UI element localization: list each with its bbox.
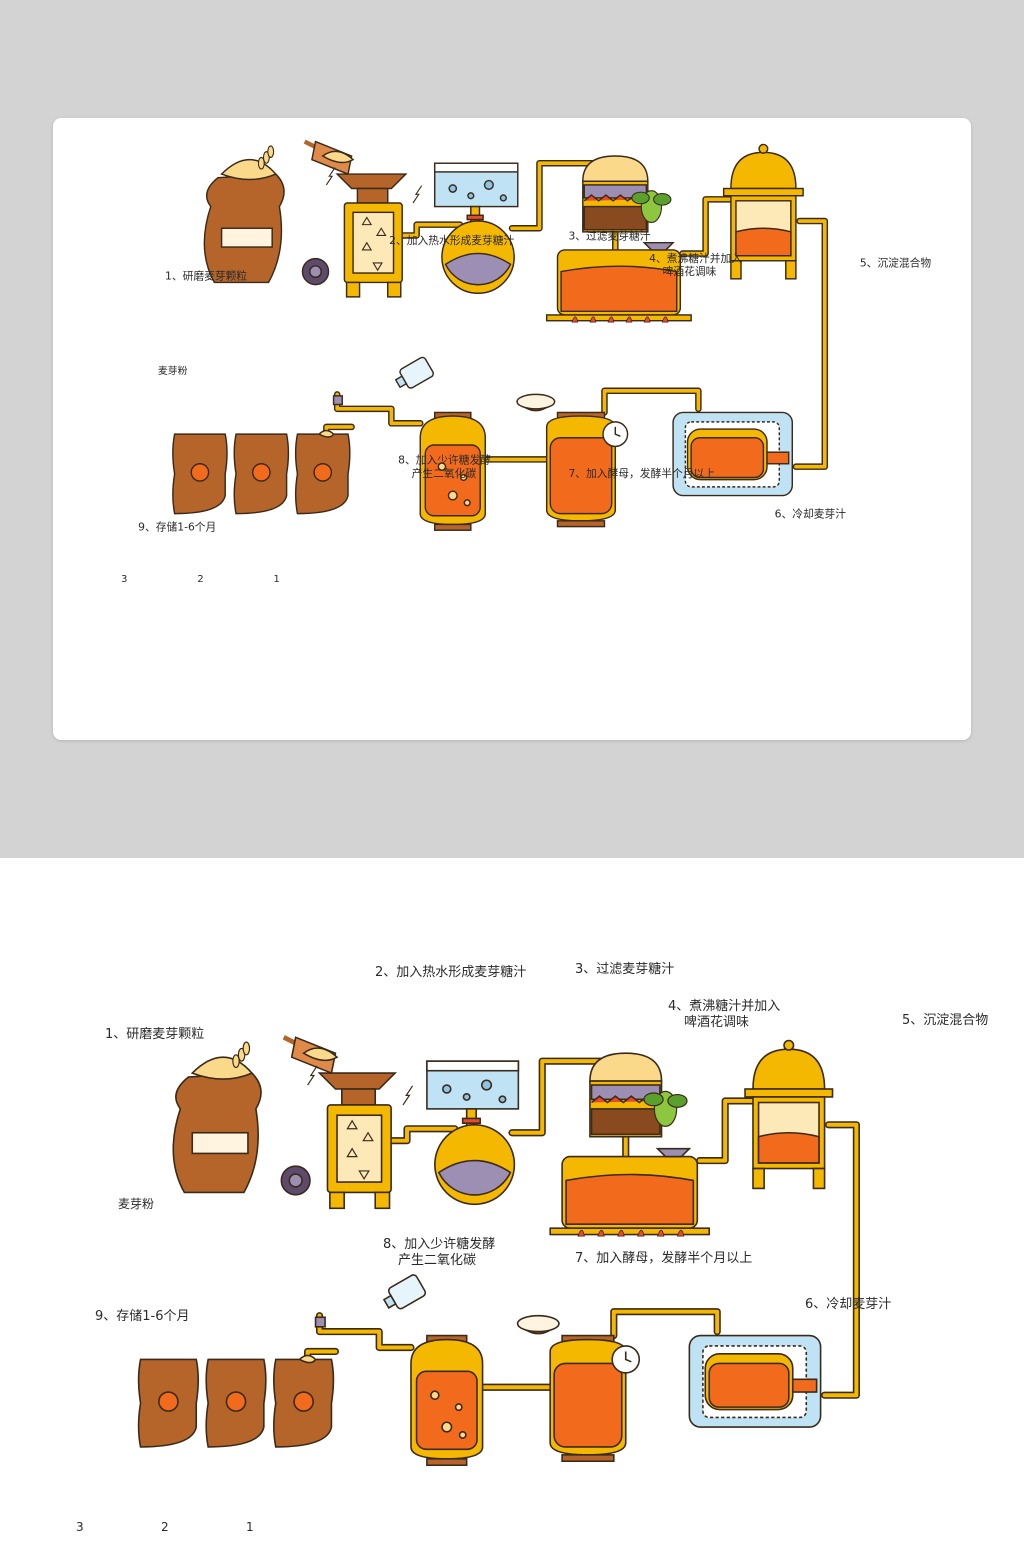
step6-label: 6、冷却麦芽汁 bbox=[805, 1297, 891, 1312]
step4-label-b: 啤酒花调味 bbox=[684, 1014, 749, 1030]
step9-label: 9、存储1-6个月 bbox=[95, 1309, 190, 1324]
step5-label: 5、沉淀混合物 bbox=[902, 1013, 988, 1028]
barrel-2-label: 2 bbox=[197, 574, 203, 585]
step3-label: 3、过滤麦芽糖汁 bbox=[568, 229, 650, 242]
step5-label: 5、沉淀混合物 bbox=[860, 256, 932, 269]
barrel-1-label: 1 bbox=[274, 574, 280, 585]
step4-label-a: 4、煮沸糖汁并加入 bbox=[649, 252, 742, 265]
step8-label-a: 8、加入少许糖发酵 bbox=[398, 454, 491, 467]
barrel-3-label: 3 bbox=[121, 574, 127, 585]
step3-label: 3、过滤麦芽糖汁 bbox=[575, 961, 674, 977]
sack-label: 麦芽粉 bbox=[158, 364, 188, 377]
step8-label-b: 产生二氧化碳 bbox=[398, 1253, 476, 1268]
barrel-3-label: 3 bbox=[76, 1520, 84, 1534]
step1-label: 1、研磨麦芽颗粒 bbox=[165, 270, 247, 283]
step1-label: 1、研磨麦芽颗粒 bbox=[105, 1027, 204, 1042]
step4-label-b: 啤酒花调味 bbox=[663, 265, 717, 278]
step6-label: 6、冷却麦芽汁 bbox=[775, 507, 847, 520]
step7-label: 7、加入酵母，发酵半个月以上 bbox=[568, 467, 715, 480]
diagram-preview: 1、研磨麦芽颗粒 2、加入热水形成麦芽糖汁 3、过滤麦芽糖汁 4、煮沸糖汁并加入… bbox=[121, 118, 932, 585]
step2-label: 2、加入热水形成麦芽糖汁 bbox=[389, 234, 514, 247]
step9-label: 9、存储1-6个月 bbox=[138, 521, 216, 534]
barrel-1-label: 1 bbox=[246, 1520, 254, 1534]
diagram-main: 1、研磨麦芽颗粒 2、加入热水形成麦芽糖汁 3、过滤麦芽糖汁 4、煮沸糖汁并加入… bbox=[76, 961, 988, 1534]
sack-label: 麦芽粉 bbox=[118, 1197, 154, 1211]
step8-label-b: 产生二氧化碳 bbox=[412, 467, 477, 480]
step4-label-a: 4、煮沸糖汁并加入 bbox=[668, 998, 780, 1014]
step2-label: 2、加入热水形成麦芽糖汁 bbox=[375, 964, 526, 980]
step8-label-a: 8、加入少许糖发酵 bbox=[383, 1236, 495, 1252]
barrel-2-label: 2 bbox=[161, 1520, 169, 1534]
step7-label: 7、加入酵母，发酵半个月以上 bbox=[575, 1250, 752, 1266]
